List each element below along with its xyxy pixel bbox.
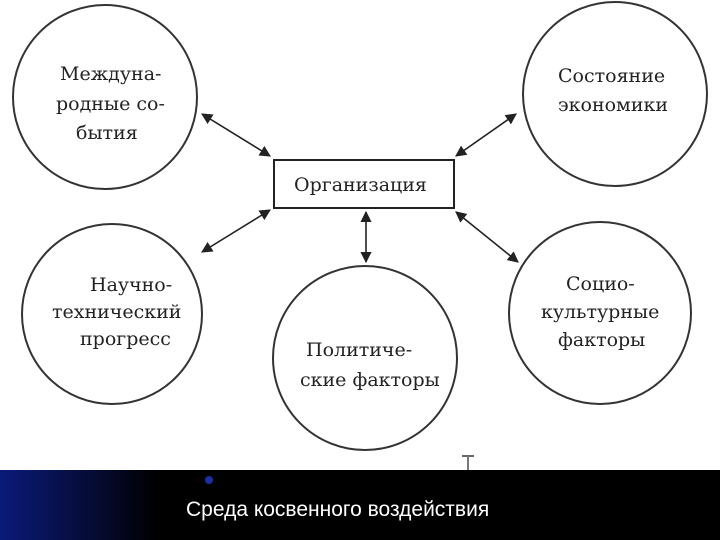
slide-title: Среда косвенного воздействия (186, 498, 490, 521)
node-line: экономики (558, 94, 668, 116)
arrow-sci-tech-progress (201, 209, 271, 253)
node-circle (21, 223, 203, 405)
node-line: ские факторы (300, 369, 440, 391)
node-line: факторы (558, 329, 645, 351)
node-line: технический (52, 301, 181, 323)
node-line: родные со- (56, 93, 165, 115)
arrow-economy-state (455, 113, 517, 157)
node-circle (12, 4, 198, 190)
slide-footer: Среда косвенного воздействия (0, 470, 720, 540)
node-international-events: Междуна- родные со- бытия (12, 4, 198, 190)
node-circle (272, 265, 458, 451)
node-sociocultural-factors: Социо- культурные факторы (508, 221, 692, 405)
environment-diagram: Междуна- родные со- бытия Состояние экон… (12, 1, 708, 451)
node-line: прогресс (80, 328, 171, 350)
center-organization: Организация (273, 159, 455, 209)
node-sci-tech-progress: Научно- технический прогресс (21, 223, 203, 405)
node-line: культурные (541, 301, 659, 323)
node-line: бытия (76, 122, 138, 144)
center-label: Организация (294, 174, 427, 196)
node-political-factors: Политиче- ские факторы (272, 265, 458, 451)
arrow-sociocultural-factors (455, 211, 519, 263)
node-line: Состояние (558, 65, 665, 87)
node-circle (522, 1, 708, 187)
node-circle (508, 221, 692, 405)
center-box (273, 159, 455, 209)
node-line: Междуна- (60, 63, 161, 85)
node-line: Политиче- (306, 339, 412, 361)
node-line: Социо- (566, 273, 635, 295)
arrow-international-events (201, 113, 271, 157)
cursor-mark-icon (462, 455, 474, 470)
node-economy-state: Состояние экономики (522, 1, 708, 187)
bullet-dot-icon (205, 476, 213, 484)
node-line: Научно- (90, 274, 172, 296)
